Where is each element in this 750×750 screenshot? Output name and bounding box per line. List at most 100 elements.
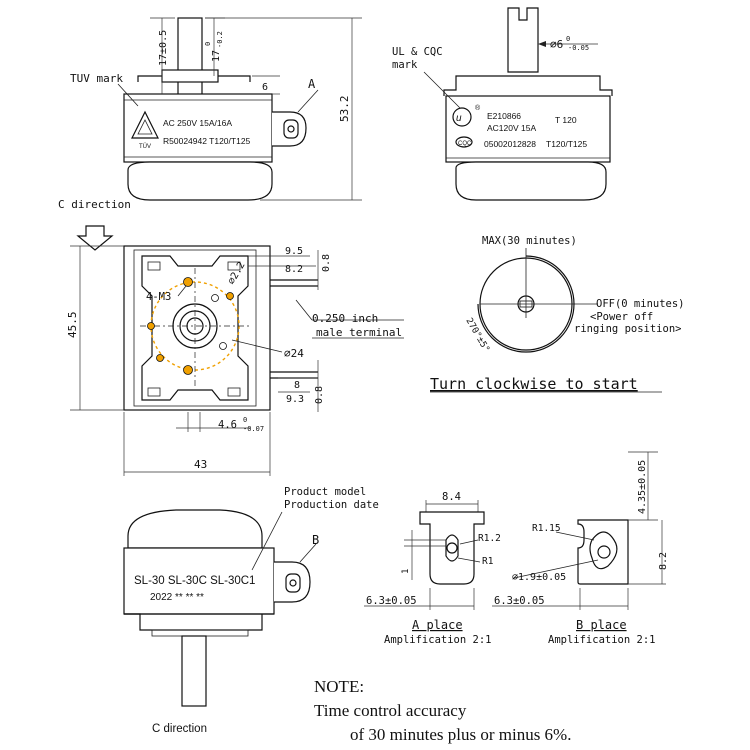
svg-text:T 120: T 120 bbox=[555, 115, 577, 125]
svg-text:-0.05: -0.05 bbox=[568, 44, 589, 52]
top-right-view: u ® CQC E210866 T 120 AC120V 15A 0500201… bbox=[392, 7, 613, 201]
bottom-left-view: B SL-30 SL-30C SL-30C1 2022 ** ** ** Pro… bbox=[123, 486, 379, 735]
a-place-detail: 8.4 1 R1.2 R1 6.3±0.05 A place Amplifica… bbox=[364, 491, 501, 646]
dial-diagram: MAX(30 minutes) OFF(0 minutes) <Power of… bbox=[430, 235, 685, 393]
shaft-flat bbox=[507, 7, 539, 73]
tuv-logo bbox=[131, 110, 159, 139]
shaft bbox=[177, 17, 203, 99]
dim-a-r1-2: R1.2 bbox=[478, 533, 501, 544]
knob-front bbox=[455, 161, 607, 201]
tuv-logo-text: TÜV bbox=[139, 143, 151, 150]
b-place-detail: R1.15 ⌀1.9±0.05 4.35±0.05 8.2 6.3±0.05 B… bbox=[492, 451, 669, 646]
dim-shaft-length-2: 17 bbox=[211, 50, 222, 62]
dim-b-6-3: 6.3±0.05 bbox=[494, 595, 545, 607]
svg-text:mark: mark bbox=[392, 59, 418, 71]
dim-8: 8 bbox=[294, 380, 300, 391]
terminal-type: male terminal bbox=[316, 326, 402, 339]
svg-text:u: u bbox=[456, 113, 462, 124]
note-block: NOTE: Time control accuracy of 30 minute… bbox=[314, 677, 571, 744]
off-label: OFF(0 minutes) bbox=[596, 298, 685, 310]
dim-9-3: 9.3 bbox=[286, 394, 304, 405]
note-title: NOTE: bbox=[314, 677, 364, 696]
b-terminal-shape bbox=[577, 519, 629, 585]
terminal-size: 0.250 inch bbox=[312, 312, 378, 325]
timer-body bbox=[123, 93, 273, 163]
terminal-b bbox=[274, 561, 311, 603]
c-direction-arrow bbox=[76, 225, 114, 251]
off-sub-1: <Power off bbox=[590, 311, 653, 323]
frame-bracket bbox=[443, 75, 613, 96]
svg-text:0: 0 bbox=[204, 42, 212, 46]
terminal-a bbox=[272, 111, 307, 147]
dim-8-2: 8.2 bbox=[285, 264, 303, 275]
dim-b-r1-15: R1.15 bbox=[532, 523, 561, 534]
b-place-title: B place bbox=[576, 618, 627, 632]
top-left-view: TÜV AC 250V 15A/16A R50024942 T120/T125 … bbox=[70, 17, 362, 201]
a-terminal-shape bbox=[419, 511, 485, 585]
cqc-logo bbox=[455, 136, 473, 148]
dim-a-1: 1 bbox=[401, 569, 411, 574]
dim-b-4-35: 4.35±0.05 bbox=[637, 460, 648, 514]
callout-b: B bbox=[312, 533, 319, 547]
shaft-collar bbox=[161, 69, 219, 83]
dim-height: 53.2 bbox=[338, 96, 351, 123]
a-slot bbox=[445, 534, 459, 562]
ul-cqc-label: UL & CQC bbox=[392, 46, 443, 58]
dim-shaft-length: 17±0.5 bbox=[158, 30, 169, 66]
back-view: C direction 4-M3 ⌀2.2 9.5 8.2 0.8 bbox=[58, 198, 404, 476]
svg-text:-0.2: -0.2 bbox=[216, 31, 224, 48]
knob bbox=[127, 161, 273, 201]
shaft-bottom bbox=[181, 635, 207, 707]
dim-six: 6 bbox=[262, 82, 268, 93]
dim-4-6: 4.6 bbox=[218, 419, 237, 431]
hole-bottom bbox=[183, 365, 193, 375]
max-label: MAX(30 minutes) bbox=[482, 235, 577, 247]
b-place-subtitle: Amplification 2:1 bbox=[548, 634, 655, 646]
ul-rating: AC120V 15A bbox=[487, 123, 536, 133]
svg-text:®: ® bbox=[475, 104, 481, 112]
a-place-title: A place bbox=[412, 618, 463, 632]
svg-text:0: 0 bbox=[566, 35, 570, 43]
dim-4-m3: 4-M3 bbox=[146, 291, 171, 303]
rotation-arc bbox=[477, 255, 575, 353]
off-sub-2: ringing position> bbox=[574, 323, 681, 335]
back-plate-frame bbox=[141, 255, 249, 401]
note-line-2: of 30 minutes plus or minus 6%. bbox=[350, 725, 571, 744]
hole-top bbox=[183, 277, 193, 287]
dim-b-8-2: 8.2 bbox=[658, 552, 669, 570]
dim-b-1-9: ⌀1.9±0.05 bbox=[512, 572, 566, 583]
ul-file: E210866 bbox=[487, 111, 521, 121]
dim-43: 43 bbox=[194, 458, 207, 471]
c-direction-label: C direction bbox=[58, 198, 131, 211]
production-date-label: Production date bbox=[284, 499, 379, 511]
rating-label: AC 250V 15A/16A bbox=[163, 118, 232, 128]
dim-a-r1: R1 bbox=[482, 556, 494, 567]
callout-a: A bbox=[308, 77, 316, 91]
knob-bottom bbox=[127, 509, 263, 549]
dim-0-8-top: 0.8 bbox=[321, 254, 332, 272]
tuv-mark-label: TUV mark bbox=[70, 72, 123, 85]
dim-9-5: 9.5 bbox=[285, 246, 303, 257]
a-place-subtitle: Amplification 2:1 bbox=[384, 634, 491, 646]
dim-0-8-bottom: 0.8 bbox=[314, 386, 325, 404]
dim-circle-24: ⌀24 bbox=[284, 347, 304, 360]
svg-text:0: 0 bbox=[243, 416, 247, 424]
date-text: 2022 ** ** ** bbox=[150, 592, 204, 603]
dim-45-5: 45.5 bbox=[66, 312, 79, 339]
approval-label: R50024942 T120/T125 bbox=[163, 136, 251, 146]
svg-text:CQC: CQC bbox=[458, 141, 472, 147]
dim-shaft-dia: ⌀6 bbox=[550, 38, 563, 51]
note-line-1: Time control accuracy bbox=[314, 701, 467, 720]
product-model-label: Product model bbox=[284, 486, 366, 498]
c-direction-label-bottom: C direction bbox=[152, 723, 207, 735]
angle-label: 270°±5° bbox=[463, 317, 491, 355]
b-slot bbox=[589, 531, 618, 570]
svg-text:T120/T125: T120/T125 bbox=[546, 139, 587, 149]
cqc-cert: 05002012828 bbox=[484, 139, 536, 149]
dim-a-8-4: 8.4 bbox=[442, 491, 461, 503]
model-text: SL-30 SL-30C SL-30C1 bbox=[134, 575, 255, 587]
turn-instruction: Turn clockwise to start bbox=[430, 375, 638, 393]
ul-logo bbox=[452, 107, 472, 127]
